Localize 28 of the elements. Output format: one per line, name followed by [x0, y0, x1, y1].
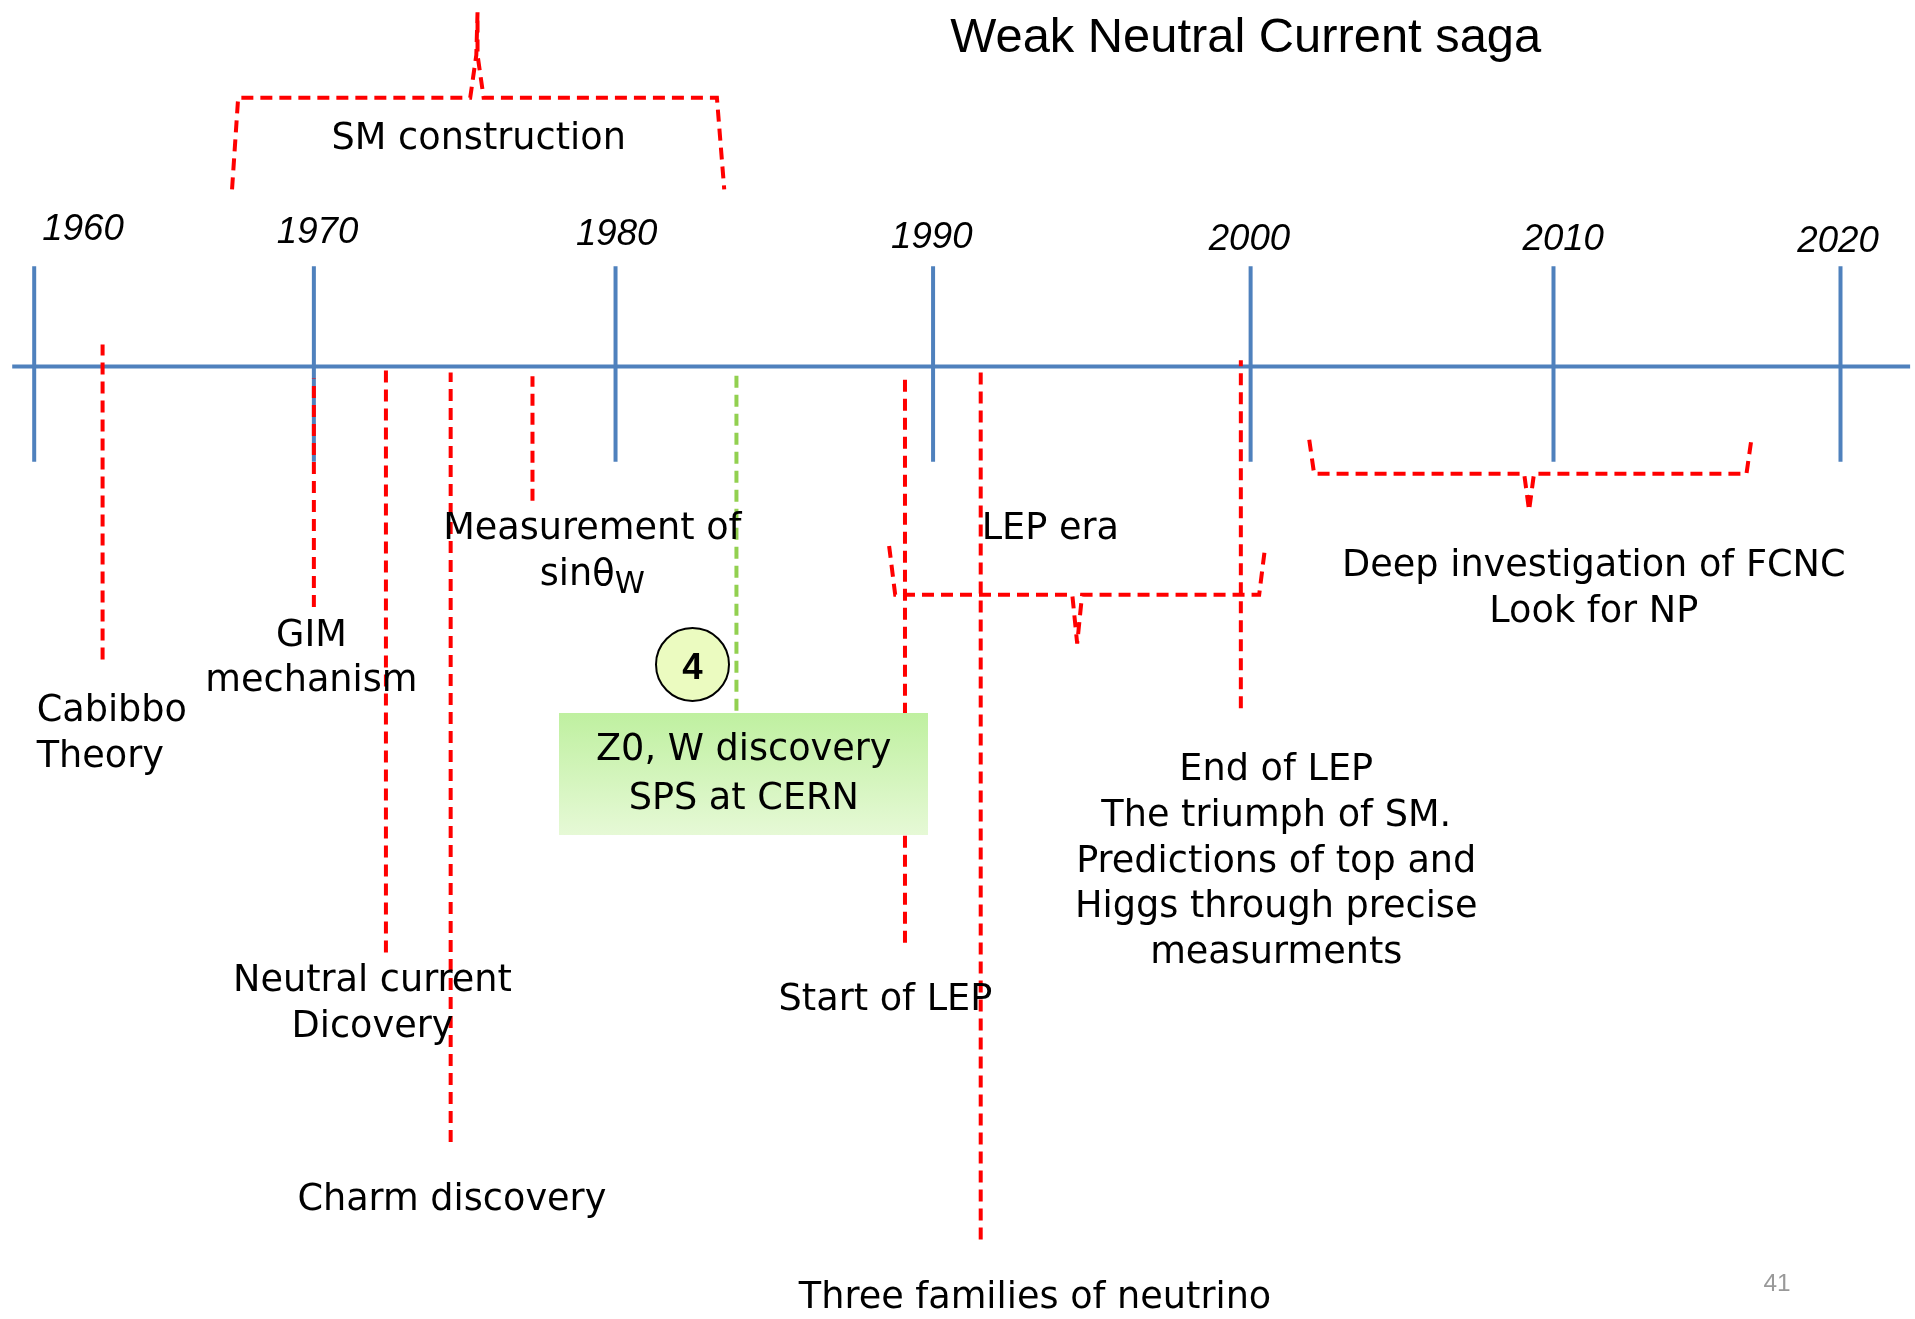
- event-label: Z0, W discovery SPS at CERN: [596, 726, 892, 819]
- leader-line: [100, 344, 105, 660]
- year-label: 1960: [41, 206, 125, 251]
- bracket-label: Deep investigation of FCNC Look for NP: [1341, 541, 1847, 633]
- event-label: GIM mechanism: [183, 610, 440, 703]
- event-label: The triumph of SM. Predictions of top and Higgs through precise measurments: [1074, 790, 1479, 974]
- slide-title: Weak Neutral Current saga: [949, 6, 1543, 64]
- event-label: Measurement of sinθ$_{W}$: [415, 504, 770, 603]
- year-label: 2010: [1521, 215, 1605, 260]
- leader-line: [530, 376, 535, 501]
- page-number: 41: [1762, 1267, 1792, 1298]
- year-label: 2020: [1796, 218, 1880, 263]
- event-label: Start of LEP: [738, 974, 1032, 1021]
- event-label: End of LEP: [1178, 745, 1375, 791]
- number-badge: 4: [654, 626, 731, 703]
- year-label: 1990: [890, 213, 974, 258]
- bracket-label: SM construction: [330, 113, 627, 160]
- leader-line: [1238, 360, 1243, 709]
- event-label: Neutral current Dicovery: [183, 956, 562, 1048]
- event-label: Charm discovery: [262, 1174, 642, 1221]
- leader-line: [978, 372, 983, 1240]
- year-label: 1980: [575, 211, 659, 256]
- event-label: Three families of neutrino: [745, 1272, 1326, 1319]
- year-label: 2000: [1207, 215, 1292, 260]
- highlight-box: [559, 713, 929, 836]
- leader-line: [448, 372, 453, 1142]
- bracket-label: LEP era: [980, 504, 1120, 551]
- year-label: 1970: [275, 208, 360, 253]
